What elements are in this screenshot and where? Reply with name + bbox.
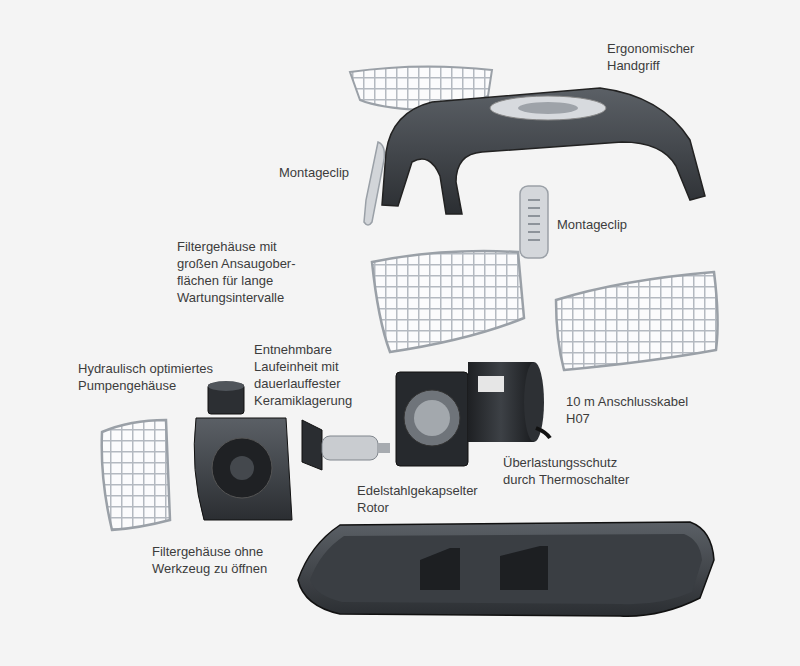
base-inner bbox=[310, 534, 702, 604]
pump-outlet bbox=[230, 456, 254, 480]
part-label: Filtergehäuse mit großen Ansaugober- flä… bbox=[177, 238, 305, 306]
part-label: Überlastungsschutz durch Thermoschalter bbox=[503, 454, 635, 488]
cable bbox=[536, 428, 550, 438]
filter-grille bbox=[556, 272, 718, 370]
pump-volute bbox=[212, 438, 272, 498]
part-label: Filtergehäuse ohne Werkzeug zu öffnen bbox=[152, 543, 274, 577]
motor-flange bbox=[396, 372, 468, 466]
filter-grille bbox=[372, 251, 524, 352]
mounting-clip bbox=[364, 142, 384, 225]
impeller bbox=[302, 420, 322, 470]
base-housing bbox=[298, 522, 714, 616]
part-label: Ergonomischer Handgriff bbox=[607, 40, 702, 74]
motor-bore-inner bbox=[414, 400, 450, 436]
part-label: Montageclip bbox=[279, 164, 349, 181]
rotor bbox=[322, 436, 378, 460]
rotor-shaft bbox=[378, 443, 390, 453]
pump-inlet-rim bbox=[208, 381, 244, 391]
part-label: Montageclip bbox=[557, 216, 627, 233]
part-label: Edelstahlgekapselter Rotor bbox=[357, 482, 485, 516]
handle-hole bbox=[518, 102, 578, 114]
motor-bore bbox=[404, 390, 460, 446]
part-label: 10 m Anschlusskabel H07 bbox=[566, 393, 692, 427]
base-supports bbox=[420, 546, 548, 590]
clip-slots bbox=[528, 200, 540, 240]
part-label: Entnehmbare Laufeinheit mit dauerlauffes… bbox=[254, 341, 368, 409]
part-label: Hydraulisch optimiertes Pumpengehäuse bbox=[78, 360, 226, 394]
pump-housing bbox=[194, 418, 292, 520]
mounting-clip bbox=[520, 186, 548, 258]
motor-plate bbox=[478, 376, 504, 392]
front-grille bbox=[102, 420, 170, 530]
handle-grip bbox=[490, 96, 606, 120]
